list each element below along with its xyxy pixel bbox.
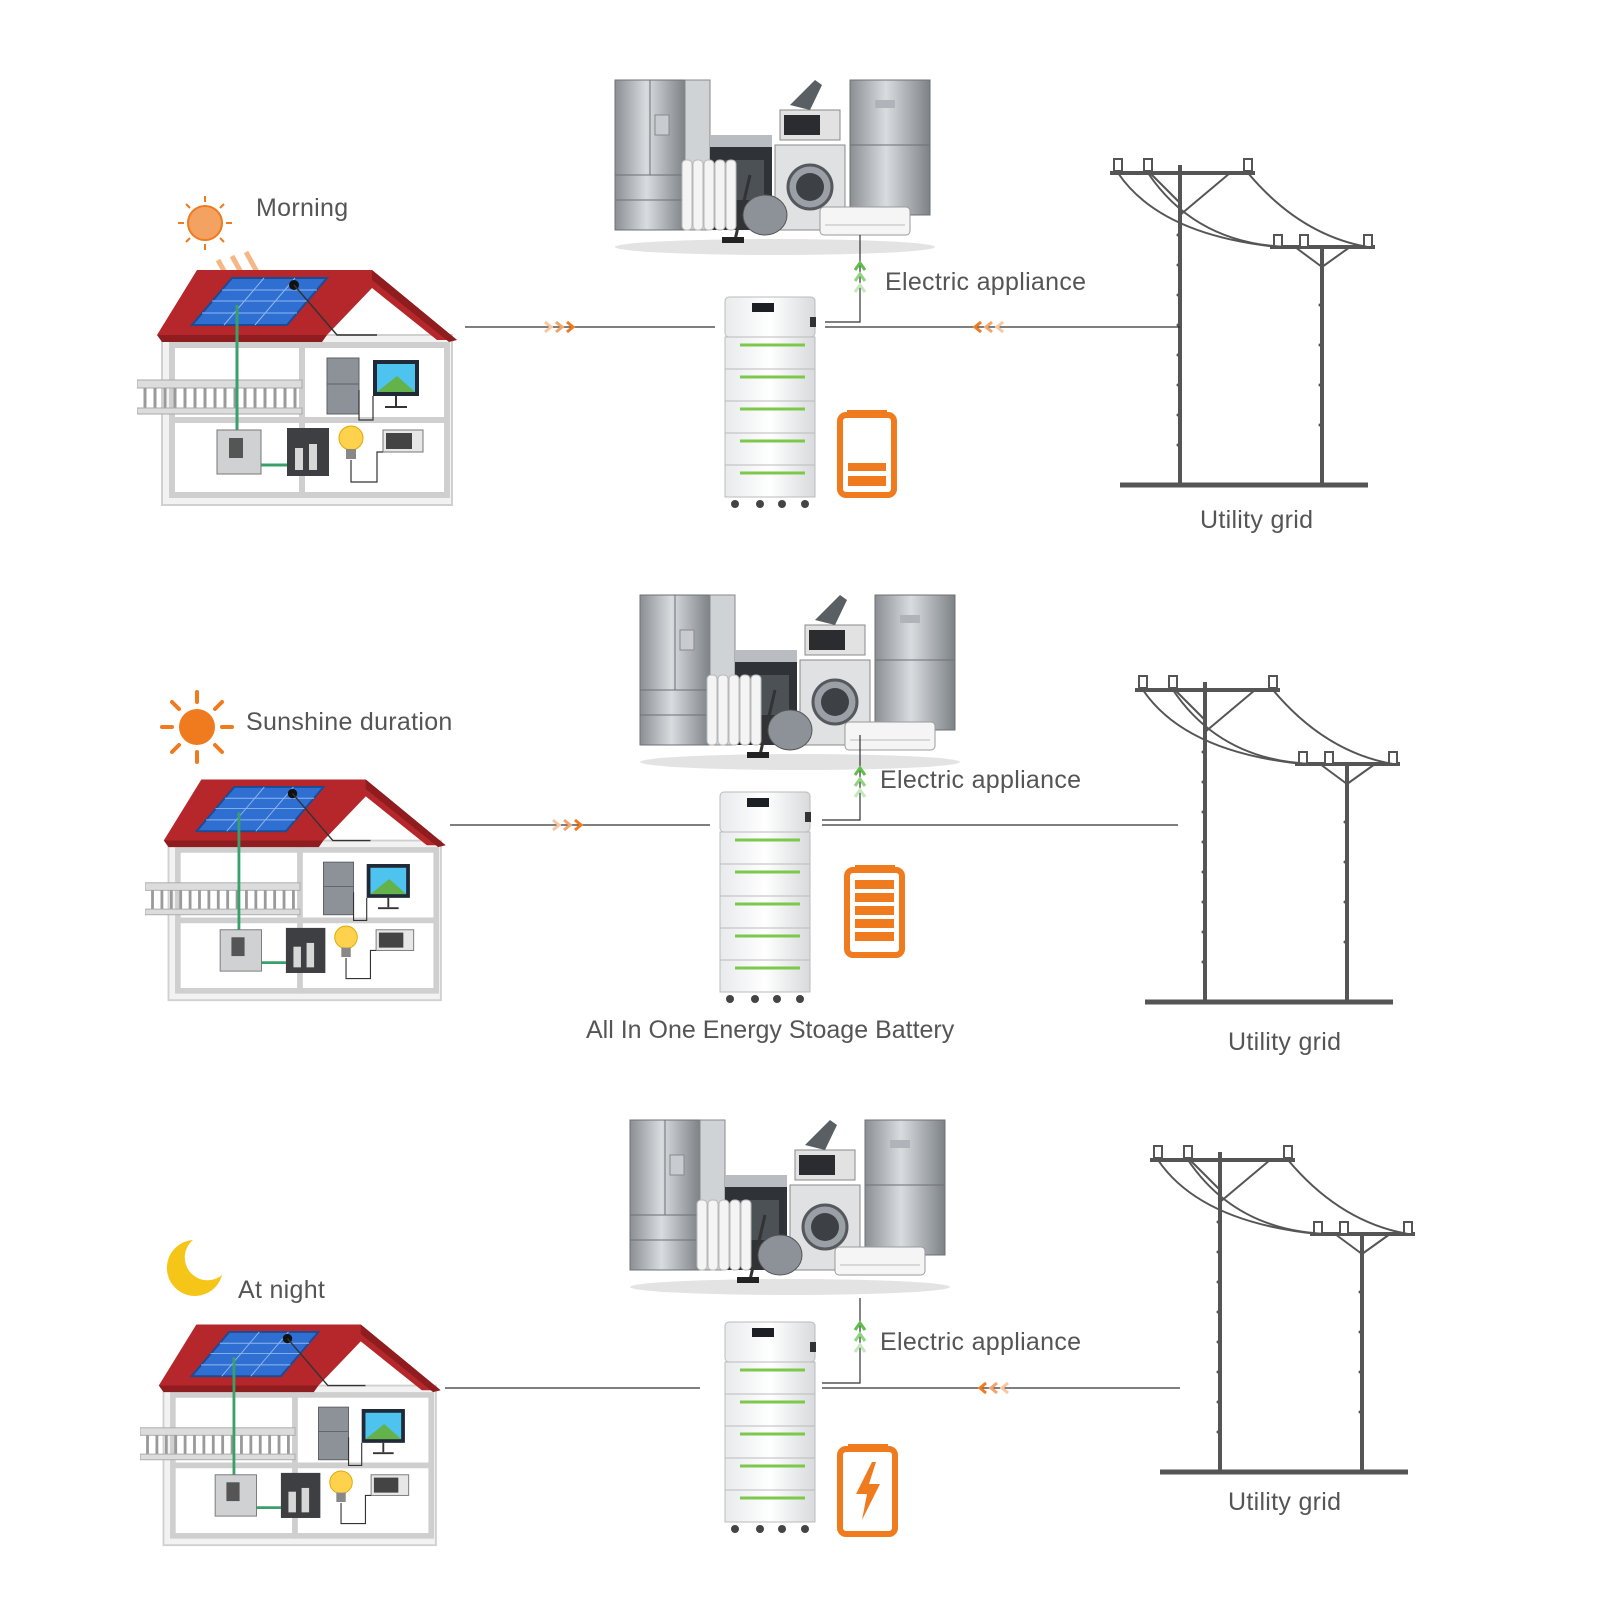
appliance-label: Electric appliance (880, 1328, 1082, 1356)
appliances-illustration (638, 593, 962, 772)
grid-label: Utility grid (1228, 1488, 1342, 1516)
house-illustration (140, 1324, 441, 1545)
utility-poles (1135, 676, 1400, 1002)
time-label: At night (238, 1276, 326, 1304)
moon-icon (166, 1240, 222, 1296)
grid-label: Utility grid (1200, 506, 1314, 534)
scene-sunshine: Sunshine duration Electric appliance All… (0, 540, 1600, 1060)
appliance-label: Electric appliance (885, 268, 1087, 296)
sun-icon (160, 690, 234, 764)
utility-poles (1110, 159, 1375, 485)
utility-poles (1150, 1146, 1415, 1472)
battery-charging-icon (837, 1444, 898, 1537)
battery-stack (718, 790, 813, 1005)
scene-morning-art (0, 78, 1600, 510)
battery-half-icon (837, 410, 897, 498)
battery-stack (723, 1320, 818, 1535)
appliance-label: Electric appliance (880, 766, 1082, 794)
scene-night: At night Electric appliance Utility grid (0, 1070, 1600, 1590)
battery-caption: All In One Energy Stoage Battery (586, 1016, 955, 1044)
time-label: Sunshine duration (246, 708, 453, 736)
scene-morning: Morning Electric appliance Utility grid (0, 20, 1600, 540)
battery-stack (723, 295, 818, 510)
appliances-illustration (628, 1118, 952, 1297)
battery-full-icon (844, 865, 905, 958)
time-label: Morning (256, 194, 349, 222)
grid-label: Utility grid (1228, 1028, 1342, 1056)
scene-sunshine-art (0, 593, 1600, 1005)
scene-night-art (0, 1118, 1600, 1590)
house-illustration (137, 270, 457, 505)
appliances-illustration (613, 78, 937, 257)
house-illustration (145, 779, 446, 1000)
